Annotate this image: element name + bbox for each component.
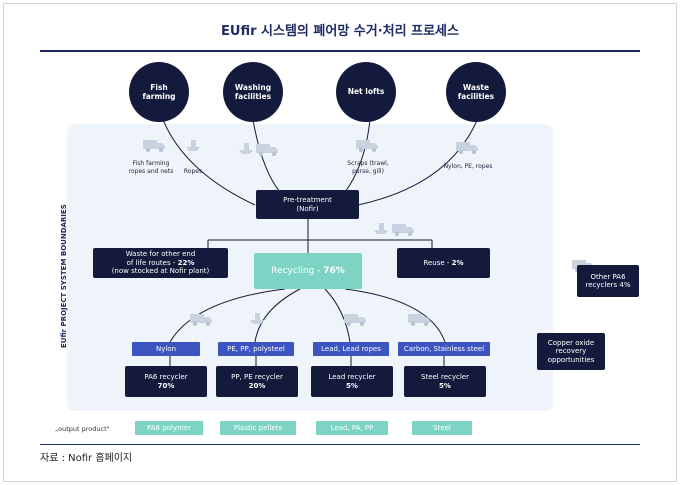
recycler-name: Lead recycler xyxy=(328,373,376,382)
waste-other-line2: of life routes - xyxy=(126,258,178,267)
copper-line1: Copper oxide xyxy=(547,338,595,347)
connector-net-lofts xyxy=(344,119,371,193)
reuse-label: Reuse - xyxy=(423,258,450,267)
pretreatment-subtitle: (Nofir) xyxy=(296,204,319,213)
recycler-pct: 20% xyxy=(248,381,266,390)
connector-fish-farming xyxy=(159,111,256,206)
truck-icon xyxy=(143,140,165,152)
copper-line3: opportunities xyxy=(547,355,595,364)
output-pa6-polymer: PA6 polymer xyxy=(135,421,203,435)
recycler-pp-pe: PP, PE recycler 20% xyxy=(216,366,298,397)
boat-icon xyxy=(239,143,253,154)
other-pa6-line1: Other PA6 xyxy=(590,272,626,281)
output-plastic-pellets: Plastic pellets xyxy=(220,421,296,435)
recycler-steel: Steel recycler 5% xyxy=(404,366,486,397)
figure-title: EUfir 시스템의 폐어망 수거·처리 프로세스 xyxy=(221,24,459,39)
recycler-name: PA6 recycler xyxy=(144,373,188,382)
recycler-name: Steel recycler xyxy=(421,373,469,382)
label-fish-farming-ropes-nets: Fish farming ropes and nets xyxy=(128,160,174,175)
waste-other-line2-wrap: of life routes - 22% xyxy=(127,259,195,267)
source-washing-facilities: Washing facilities xyxy=(223,62,283,122)
recycling-pct: 76% xyxy=(323,266,345,276)
copper-line2: recovery xyxy=(555,347,587,356)
source-note: 자료 : Nofir 홈페이지 xyxy=(40,453,133,464)
recycler-pct: 70% xyxy=(157,381,175,390)
label-scraps: Scraps (trawl, purse, gill) xyxy=(347,160,389,175)
recycler-name: PP, PE recycler xyxy=(231,373,283,382)
connector-waste xyxy=(357,117,479,206)
reuse-box: Reuse - 2% xyxy=(397,248,490,278)
waste-other-line1: Waste for other end xyxy=(125,250,196,259)
pretreatment-title: Pre-treatment xyxy=(283,196,332,205)
pretreatment-box: Pre-treatment (Nofir) xyxy=(256,190,359,219)
connector-washing xyxy=(252,119,281,193)
recycler-pct: 5% xyxy=(346,381,358,390)
material-nylon: Nylon xyxy=(132,342,200,356)
other-pa6-line2: recyclers 4% xyxy=(585,281,631,289)
source-waste-facilities: Waste facilities xyxy=(446,62,506,122)
output-product-label: „output product" xyxy=(55,425,110,433)
recycling-label: Recycling - xyxy=(271,266,321,276)
footer-rule xyxy=(40,444,640,445)
reuse-pct: 2% xyxy=(451,258,464,267)
output-lead-pa-pp: Lead, PA, PP xyxy=(316,421,388,435)
truck-icon xyxy=(408,314,430,326)
copper-oxide-box: Copper oxide recovery opportunities xyxy=(537,333,605,370)
material-pe-pp-polysteel: PE, PP, polysteel xyxy=(218,342,294,356)
waste-other-line3: (now stocked at Nofir plant) xyxy=(111,267,210,276)
recycling-box: Recycling - 76% xyxy=(254,253,362,289)
recycler-pct: 5% xyxy=(439,381,451,390)
boat-icon xyxy=(374,223,388,234)
truck-icon xyxy=(190,314,212,326)
figure-frame xyxy=(3,3,677,482)
truck-icon xyxy=(344,314,366,326)
material-carbon-steel: Carbon, Stainless steel xyxy=(398,342,490,356)
title-rule xyxy=(40,50,640,52)
output-steel: Steel xyxy=(412,421,472,435)
truck-icon xyxy=(356,140,378,152)
recycler-lead: Lead recycler 5% xyxy=(311,366,393,397)
label-ropes: Ropes xyxy=(183,168,203,175)
source-net-lofts: Net lofts xyxy=(336,62,396,122)
label-nylon-pe-ropes: Nylon, PE, ropes xyxy=(443,163,493,170)
recycler-pa6: PA6 recycler 70% xyxy=(125,366,207,397)
boat-icon xyxy=(250,313,264,324)
boundary-label: EUfir PROJECT SYSTEM BOUNDARIES xyxy=(60,204,68,348)
material-lead: Lead, Lead ropes xyxy=(313,342,389,356)
other-pa6-box: Other PA6 recyclers 4% xyxy=(577,265,639,297)
truck-icon xyxy=(392,224,414,236)
boat-icon xyxy=(186,140,200,151)
truck-icon xyxy=(456,142,478,154)
truck-icon xyxy=(256,144,278,156)
waste-other-pct: 22% xyxy=(177,258,195,267)
waste-other-box: Waste for other end of life routes - 22%… xyxy=(93,248,228,278)
source-fish-farming: Fish farming xyxy=(129,62,189,122)
